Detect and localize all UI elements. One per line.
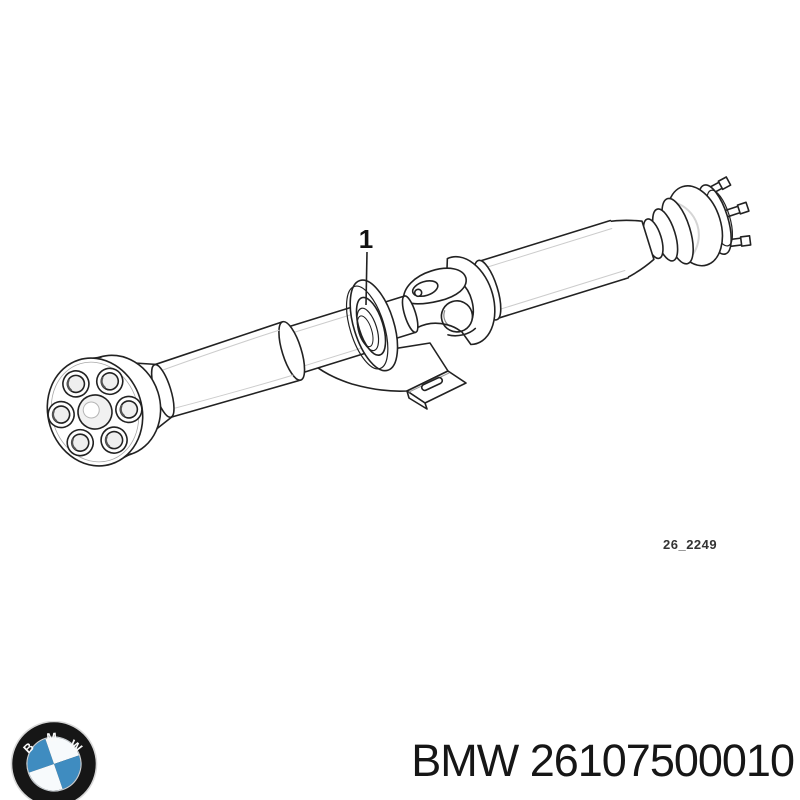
flange-bolt (47, 400, 75, 429)
flange-bolt (66, 428, 95, 457)
rear-cv-joint (605, 176, 752, 280)
center-bearing (345, 279, 399, 372)
rear-shaft-tube (479, 219, 630, 319)
bmw-logo-quadrants (26, 736, 82, 792)
front-shaft-tube (153, 320, 306, 419)
flange-bolt (62, 370, 90, 398)
tube-step (278, 320, 306, 381)
bracket-slot (420, 376, 444, 392)
universal-joint (402, 255, 502, 346)
bmw-letter-m: M (46, 730, 58, 745)
drawing-code: 26_2249 (663, 537, 717, 552)
callout-1-label: 1 (359, 224, 373, 254)
flange-bolt (95, 367, 124, 396)
flange-bolt (100, 426, 128, 454)
callout-1: 1 (359, 224, 373, 306)
bmw-logo: B M W (10, 721, 98, 800)
callout-leader-line (365, 251, 368, 306)
flange-bolt (115, 395, 143, 424)
flex-disc-flange (46, 354, 162, 467)
part-title: BMW 26107500010 (411, 735, 795, 786)
